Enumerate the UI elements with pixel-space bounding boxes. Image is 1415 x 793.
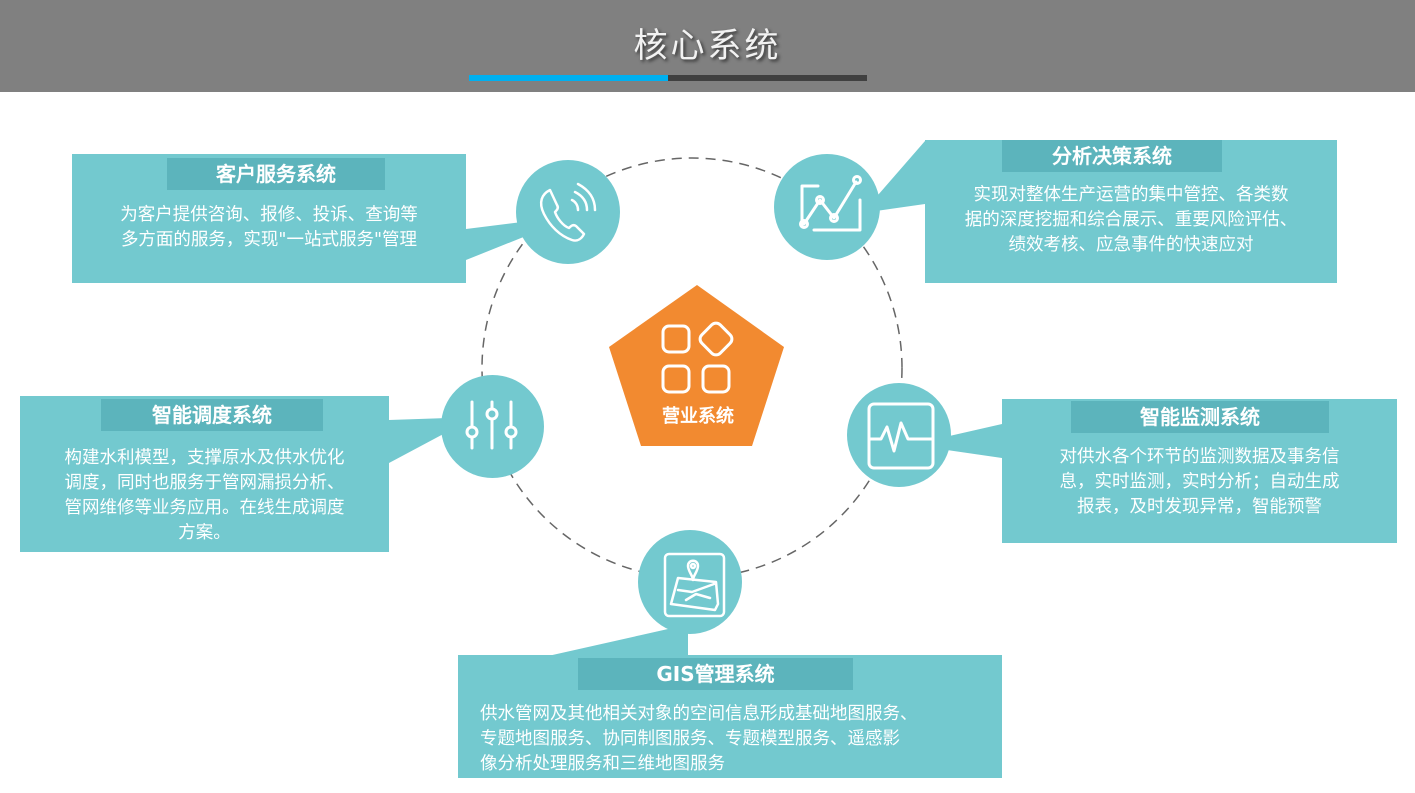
pointer-analysis-decision: [876, 141, 925, 211]
header-banner: 核心系统: [0, 0, 1415, 92]
pointer-smart-dispatch: [389, 418, 449, 463]
card-title: 智能调度系统: [101, 399, 323, 431]
node-gis-management[interactable]: [638, 530, 742, 634]
node-smart-monitoring[interactable]: [847, 383, 951, 487]
line-chart-icon: [799, 175, 862, 232]
card-description: 构建水利模型，支撑原水及供水优化 调度，同时也服务于管网漏损分析、 管网维修等业…: [64, 448, 345, 543]
sliders-icon: [465, 400, 518, 450]
card-description: 对供水各个环节的监测数据及事务信 息，实时监测，实时分析；自动生成 报表，及时发…: [1059, 447, 1340, 517]
card-title: 智能监测系统: [1071, 401, 1329, 433]
pointer-smart-monitoring: [940, 424, 1002, 458]
phone-icon: [539, 182, 597, 242]
pointer-customer-service: [466, 222, 526, 260]
node-smart-dispatch[interactable]: [441, 375, 544, 478]
card-description: 实现对整体生产运营的集中管控、各类数 据的深度挖掘和综合展示、重要风险评估、 绩…: [964, 185, 1298, 255]
card-title: 客户服务系统: [167, 158, 385, 190]
node-analysis-decision[interactable]: [774, 154, 880, 260]
node-customer-service[interactable]: [516, 160, 620, 264]
center-system-label: 营业系统: [662, 406, 734, 427]
card-title: GIS管理系统: [578, 658, 853, 690]
center-pentagon: [609, 285, 784, 446]
title-underline-accent: [469, 75, 668, 81]
pointer-gis-management: [548, 629, 688, 656]
card-smart-monitoring: 智能监测系统 对供水各个环节的监测数据及事务信 息，实时监测，实时分析；自动生成…: [1002, 399, 1397, 543]
title-underline-dark: [668, 75, 867, 81]
map-pin-icon: [663, 552, 726, 618]
page-title: 核心系统: [633, 26, 782, 66]
card-description: 供水管网及其他相关对象的空间信息形成基础地图服务、 专题地图服务、协同制图服务、…: [480, 704, 918, 774]
card-analysis-decision: 分析决策系统 实现对整体生产运营的集中管控、各类数 据的深度挖掘和综合展示、重要…: [925, 140, 1337, 283]
card-description: 为客户提供咨询、报修、投诉、查询等 多方面的服务，实现"一站式服务"管理: [120, 205, 418, 250]
card-smart-dispatch: 智能调度系统 构建水利模型，支撑原水及供水优化 调度，同时也服务于管网漏损分析、…: [20, 396, 389, 552]
card-customer-service: 客户服务系统 为客户提供咨询、报修、投诉、查询等 多方面的服务，实现"一站式服务…: [72, 154, 466, 283]
card-gis-management: GIS管理系统 供水管网及其他相关对象的空间信息形成基础地图服务、 专题地图服务…: [458, 655, 1002, 778]
pulse-monitor-icon: [867, 402, 935, 470]
card-title: 分析决策系统: [1002, 140, 1222, 172]
